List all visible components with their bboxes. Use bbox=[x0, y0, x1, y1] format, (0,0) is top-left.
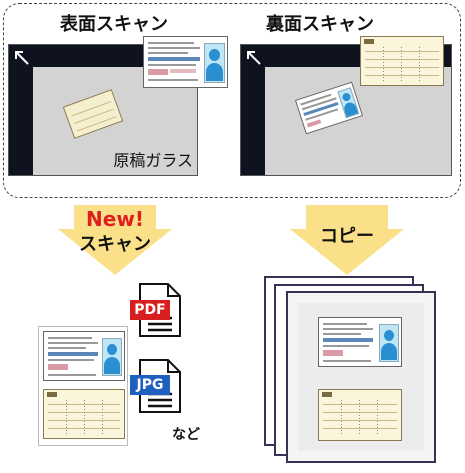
scanned-card-front bbox=[43, 331, 125, 381]
corner-arrow-icon bbox=[247, 51, 261, 65]
copied-card-back bbox=[318, 389, 402, 441]
new-badge: New! bbox=[86, 207, 144, 231]
glass-label: 原稿ガラス bbox=[113, 151, 193, 170]
front-scan-title: 表面スキャン bbox=[60, 14, 168, 35]
copy-arrow-shape bbox=[290, 205, 404, 275]
copy-arrow-label: コピー bbox=[320, 226, 374, 247]
copy-page-content bbox=[298, 303, 424, 451]
copied-card-front bbox=[318, 317, 402, 367]
card-front-on-glass bbox=[294, 81, 364, 135]
pdf-badge: PDF bbox=[130, 300, 170, 320]
jpg-badge: JPG bbox=[130, 375, 170, 395]
back-scan-title: 裏面スキャン bbox=[266, 14, 374, 35]
license-card-front bbox=[143, 36, 228, 88]
corner-arrow-icon bbox=[15, 51, 29, 65]
scanner-left-edge bbox=[241, 45, 265, 175]
scan-arrow-shape bbox=[58, 205, 172, 275]
etc-label: など bbox=[172, 427, 200, 443]
scanned-output-sheet bbox=[38, 326, 128, 446]
copy-page-front bbox=[286, 291, 436, 463]
scan-arrow-label: スキャン bbox=[79, 234, 151, 255]
card-back-on-glass bbox=[62, 89, 124, 139]
scanner-left-edge bbox=[9, 45, 33, 175]
scanned-card-back bbox=[43, 389, 125, 439]
license-card-back bbox=[360, 36, 444, 86]
